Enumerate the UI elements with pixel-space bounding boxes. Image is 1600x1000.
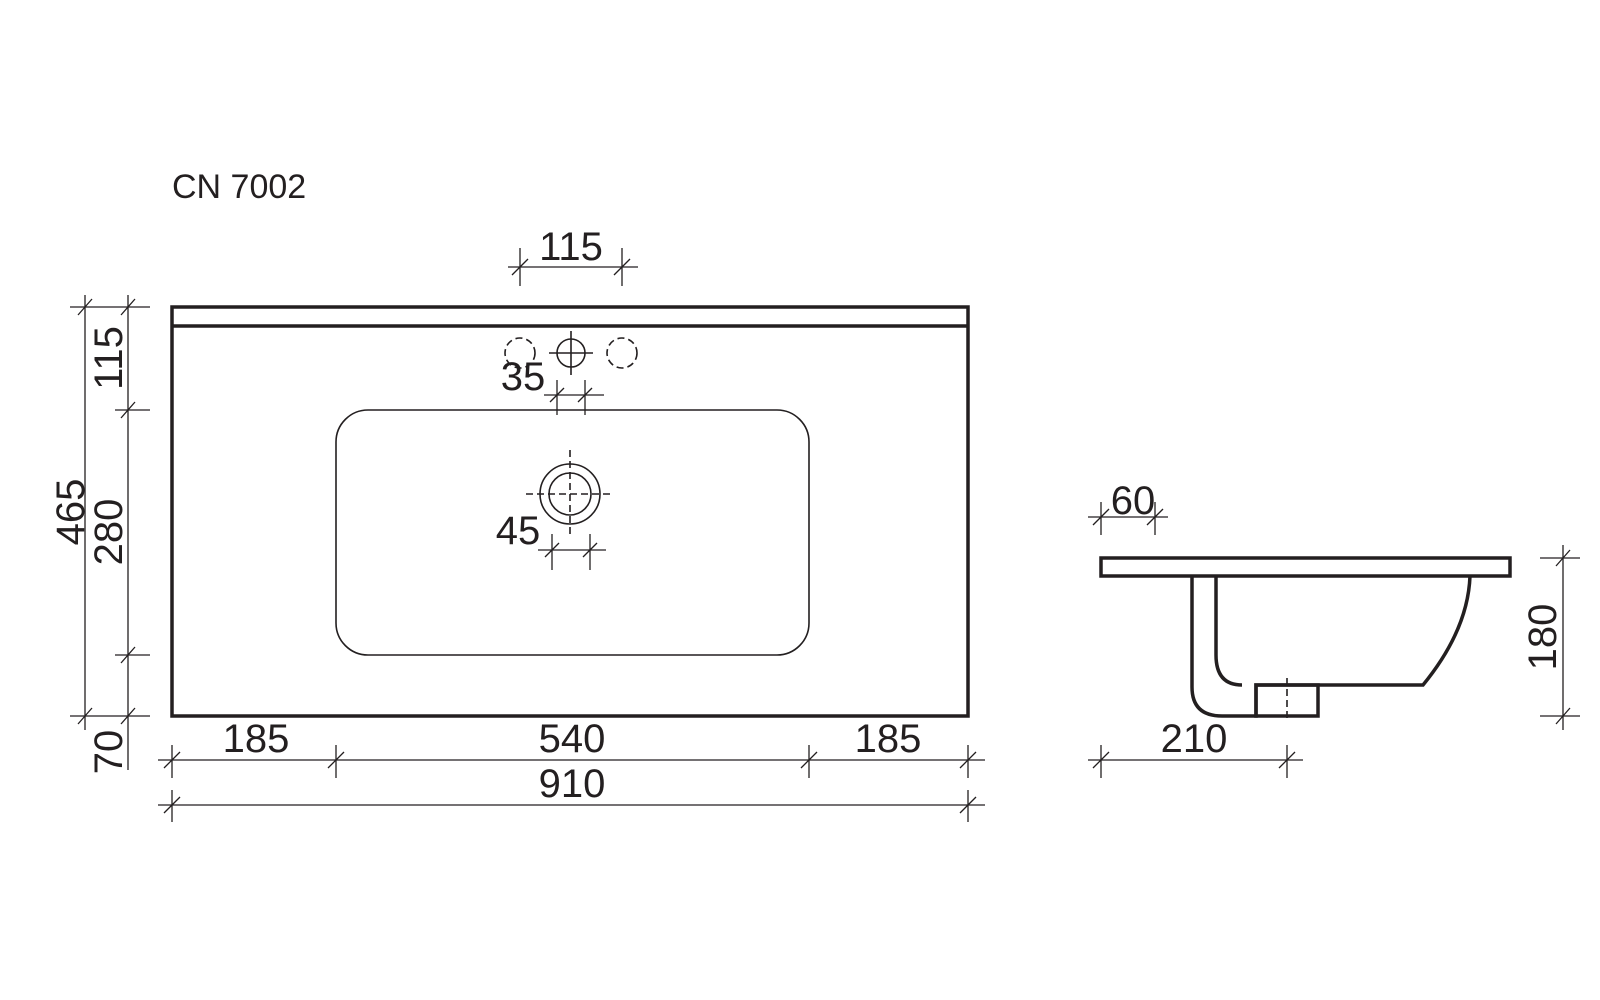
dim-label-overall-width: 910 xyxy=(539,762,606,806)
side-basin-inner xyxy=(1214,576,1243,687)
optional-hole-left-icon xyxy=(504,337,536,369)
dim-label-side-height: 180 xyxy=(1521,604,1565,671)
dim-depth-chain xyxy=(115,295,150,770)
dim-label-faucet-hole: 35 xyxy=(501,355,546,399)
side-basin-outer xyxy=(1190,575,1472,718)
dim-label-basin-width: 540 xyxy=(539,717,606,761)
dim-depth-to-drain xyxy=(1088,745,1303,778)
dim-faucet-spacing xyxy=(508,248,638,286)
side-top-slab xyxy=(1099,556,1512,578)
dim-label-depth-to-drain: 210 xyxy=(1161,717,1228,761)
side-view: 60 180 210 xyxy=(1088,479,1580,778)
dim-overall-width xyxy=(158,790,985,822)
dim-overall-depth xyxy=(70,295,150,730)
dim-label-rim-offset: 60 xyxy=(1111,479,1156,523)
dim-faucet-hole xyxy=(544,380,604,415)
dim-width-chain xyxy=(158,745,985,778)
dim-side-height xyxy=(1540,545,1580,730)
dim-label-overall-depth: 465 xyxy=(49,479,93,546)
dim-rim-offset xyxy=(1088,502,1168,535)
dim-label-right-margin: 185 xyxy=(855,717,922,761)
dim-label-front-margin: 70 xyxy=(87,730,131,775)
top-view: 115 35 45 465 xyxy=(49,225,985,822)
basin-outline xyxy=(335,409,810,656)
sink-outline xyxy=(170,305,970,718)
dim-label-left-margin: 185 xyxy=(223,717,290,761)
dim-label-faucet-from-back: 115 xyxy=(87,326,131,390)
dim-label-drain: 45 xyxy=(496,509,541,553)
dim-drain xyxy=(538,534,606,570)
dim-label-basin-depth: 280 xyxy=(87,499,131,566)
model-title: CN 7002 xyxy=(172,168,306,206)
dim-label-faucet-spacing: 115 xyxy=(539,225,603,269)
optional-hole-right-icon xyxy=(606,337,638,369)
